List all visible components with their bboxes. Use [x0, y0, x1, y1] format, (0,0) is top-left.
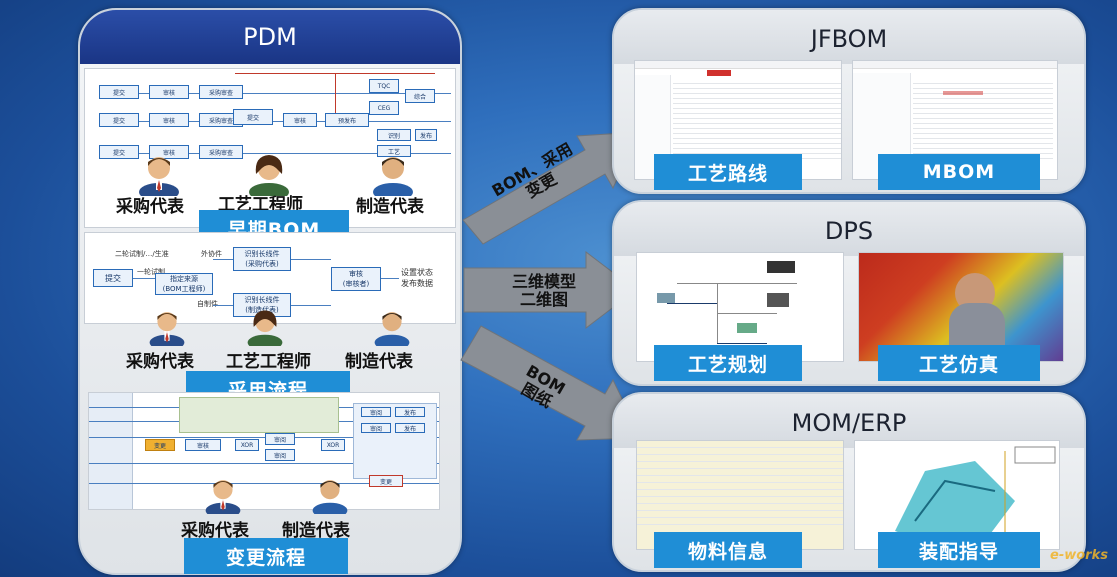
jfbom-header: JFBOM [614, 10, 1084, 64]
pdm-header: PDM [80, 10, 460, 64]
material-info-label: 物料信息 [654, 532, 802, 568]
change-flow-label: 变更流程 [184, 538, 348, 574]
flow-outsource-text: 外协件 [201, 250, 222, 258]
process-planning-label: 工艺规划 [654, 345, 802, 381]
manufacturing-rep-avatar-1 [373, 157, 413, 196]
purchasing-rep-avatar-1 [139, 157, 179, 196]
early-bom-flow-image: 提交 审核 采购审查 提交 审核 采购审查 提交 审核 采购审查 提交 审核 预… [84, 68, 456, 228]
mom-material-info-image [636, 440, 844, 550]
process-simulation-label: 工艺仿真 [878, 345, 1040, 381]
role-label: 制造代表 [356, 197, 424, 217]
arrow-text-3d-model: 三维模型 二维图 [511, 272, 576, 309]
dps-process-planning-image [636, 252, 844, 362]
flow-trial-text: 二轮试制/…/生准 [115, 250, 169, 258]
role-label: 制造代表 [282, 521, 350, 541]
manufacturing-rep-avatar-3 [312, 480, 348, 514]
flow-selfmade-text: 自制件 [197, 300, 218, 308]
mom-assembly-guide-image [854, 440, 1060, 550]
role-label: 采购代表 [126, 352, 194, 372]
flow-submit: 提交 [93, 269, 133, 287]
arrow-to-dps [463, 250, 637, 330]
purchasing-rep-avatar-3 [205, 480, 241, 514]
flow-source: 指定来源 (BOM工程师) [155, 273, 213, 295]
pdm-title: PDM [243, 23, 297, 51]
dps-simulation-image [858, 252, 1064, 362]
role-label: 工艺工程师 [226, 352, 311, 372]
dps-header: DPS [614, 202, 1084, 256]
dps-title: DPS [824, 217, 874, 245]
jfbom-title: JFBOM [810, 25, 888, 53]
role-label: 采购代表 [116, 197, 184, 217]
process-engineer-avatar-1 [249, 155, 289, 196]
mbom-label: MBOM [878, 154, 1040, 190]
flow-review: 审核 (审核者) [331, 267, 381, 291]
flow-identify-purchasing: 识别长线件 (采购代表) [233, 247, 291, 271]
role-label: 采购代表 [181, 521, 249, 541]
mom-erp-title: MOM/ERP [791, 409, 907, 437]
mom-erp-header: MOM/ERP [614, 394, 1084, 448]
purchasing-rep-avatar-2 [149, 312, 185, 346]
process-routing-label: 工艺路线 [654, 154, 802, 190]
flow-trial2-text: 一轮试制 [137, 268, 165, 276]
flow-publish-text: 设置状态 发布数据 [401, 268, 433, 288]
adoption-flow-image: 提交 二轮试制/…/生准 一轮试制 指定来源 (BOM工程师) 外协件 自制件 … [84, 232, 456, 324]
arrow-to-mom [460, 325, 642, 441]
change-flow-image: 变更 审核 XOR 审阅 审阅 XOR 审阅 发布 审阅 发布 变更 [88, 392, 440, 510]
role-label: 制造代表 [345, 352, 413, 372]
process-engineer-avatar-2 [247, 310, 283, 346]
watermark: e-works [1050, 548, 1108, 563]
manufacturing-rep-avatar-2 [374, 312, 410, 346]
assembly-guide-label: 装配指导 [878, 532, 1040, 568]
